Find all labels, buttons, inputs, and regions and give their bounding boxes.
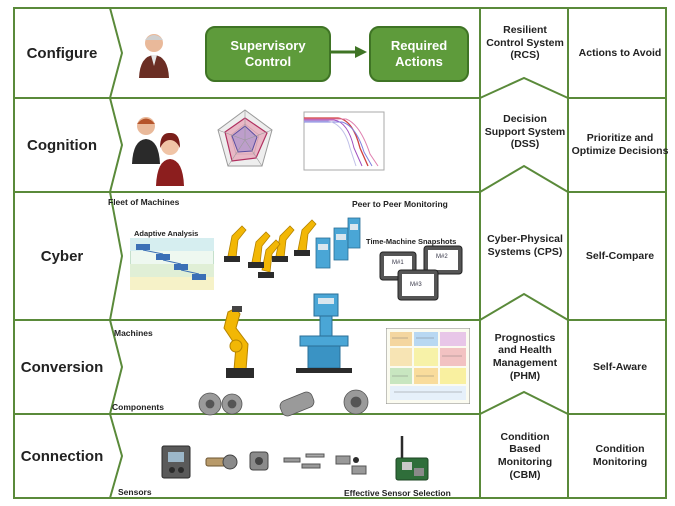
snapshot-1-label: M#1 <box>392 260 404 266</box>
snapshot-3-label: M#3 <box>410 282 422 288</box>
system-cps-label: Cyber-Physical Systems (CPS) <box>487 233 563 258</box>
attribute-prioritize-optimize: Prioritize and Optimize Decisions <box>571 132 669 157</box>
system-dss-label: Decision Support System (DSS) <box>484 113 566 151</box>
operator-person-icon <box>139 34 169 78</box>
caption-peer-to-peer: Peer to Peer Monitoring <box>352 199 448 209</box>
system-rcs-label: Resilient Control System (RCS) <box>486 24 564 62</box>
arrow-right-icon <box>329 46 367 58</box>
attribute-self-aware: Self-Aware <box>592 360 648 373</box>
adaptive-analysis-flowchart <box>130 238 214 290</box>
cable-sensor-icon <box>335 455 367 475</box>
caption-adaptive-analysis: Adaptive Analysis <box>134 229 199 238</box>
radar-chart-icon <box>217 109 273 167</box>
layer-connection-label: Connection <box>20 447 104 465</box>
fleet-robots-icon <box>224 219 317 278</box>
fleet-mills-icon <box>315 217 361 269</box>
sensor-module-icon <box>161 445 191 479</box>
caption-time-machine: Time-Machine Snapshots <box>366 237 457 246</box>
sensor-probe-icon <box>205 454 238 470</box>
attribute-self-compare: Self-Compare <box>585 249 655 262</box>
supervisory-control-box: Supervisory Control <box>205 26 331 82</box>
snapshot-2-label: M#2 <box>436 254 448 260</box>
attribute-actions-to-avoid: Actions to Avoid <box>578 46 662 59</box>
attribute-condition-monitoring: Condition Monitoring <box>592 443 648 468</box>
caption-fleet-of-machines: Fleet of Machines <box>108 197 180 207</box>
mechanical-components-icon <box>198 389 369 417</box>
layer-cyber-label: Cyber <box>40 247 84 265</box>
two-people-icon <box>132 117 184 186</box>
industrial-robot-icon <box>223 306 254 378</box>
proximity-sensors-icon <box>283 453 325 469</box>
layer-configure-label: Configure <box>26 44 98 62</box>
layer-cognition-label: Cognition <box>27 136 97 154</box>
caption-machines: Machines <box>114 328 153 338</box>
layer-conversion-label: Conversion <box>20 358 104 376</box>
milling-machine-icon <box>296 293 352 373</box>
system-cbm-label: Condition Based Monitoring (CBM) <box>497 430 553 481</box>
system-phm-label: Prognostics and Health Management (PHM) <box>492 331 558 382</box>
caption-sensors: Sensors <box>118 487 152 497</box>
accelerometer-icon <box>249 451 269 471</box>
degradation-curves-icon <box>303 111 385 171</box>
caption-effective-sensor-selection: Effective Sensor Selection <box>344 488 451 498</box>
component-matrix-chart <box>386 328 470 404</box>
caption-components: Components <box>112 402 164 412</box>
required-actions-box: Required Actions <box>369 26 469 82</box>
wireless-sensor-board-icon <box>395 436 429 481</box>
time-machine-snapshots-icon <box>379 245 463 301</box>
